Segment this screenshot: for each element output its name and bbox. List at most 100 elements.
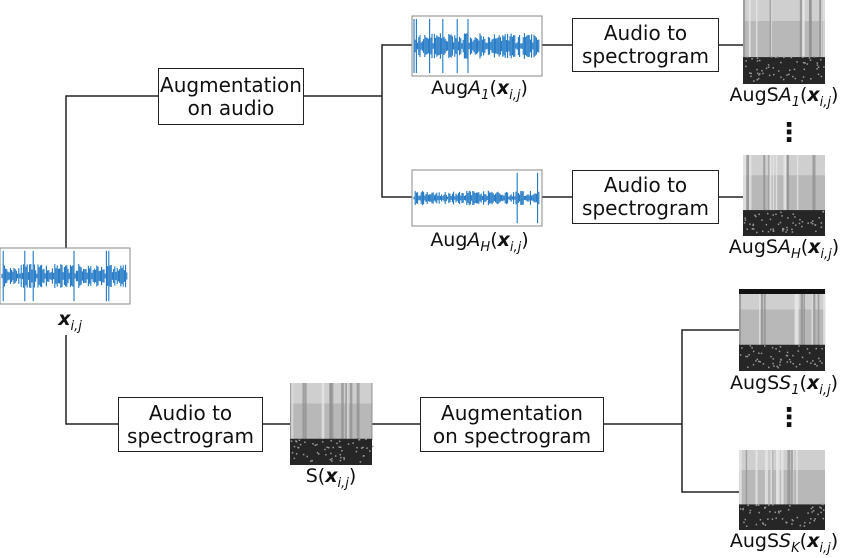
spectrogram-speck bbox=[801, 221, 804, 223]
caption-var: x bbox=[496, 77, 510, 99]
spectrogram-speck bbox=[316, 451, 319, 454]
spectrogram-streak bbox=[321, 383, 325, 441]
spectrogram-speck bbox=[753, 80, 755, 82]
caption-input: xi,j bbox=[50, 308, 90, 334]
spectrogram-speck bbox=[822, 503, 824, 506]
spectrogram-speck bbox=[803, 525, 806, 527]
spectrogram-speck bbox=[794, 77, 797, 80]
spectrogram-speck bbox=[765, 223, 768, 226]
spectrogram-speck bbox=[814, 224, 817, 226]
spectrogram-speck bbox=[788, 358, 791, 361]
box-line: spectrogram bbox=[582, 196, 709, 220]
spectrogram-speck bbox=[762, 522, 764, 524]
spectrogram-low-band bbox=[743, 210, 825, 236]
spectrogram-speck bbox=[789, 69, 791, 72]
spectrogram-speck bbox=[794, 216, 796, 218]
spectrogram-speck bbox=[758, 352, 760, 354]
spectrogram-streak bbox=[819, 0, 822, 59]
spectrogram-speck bbox=[811, 506, 814, 508]
caption-op: S bbox=[779, 372, 792, 394]
spectrogram-speck bbox=[746, 56, 748, 58]
caption-sub: i,j bbox=[509, 87, 521, 103]
spectrogram-speck bbox=[777, 55, 779, 58]
spectrogram-streak bbox=[304, 383, 307, 441]
spectrogram-streak bbox=[796, 155, 799, 212]
spectrogram-speck bbox=[801, 225, 803, 228]
spectrogram-speck bbox=[766, 212, 769, 215]
spectrogram-streak bbox=[770, 450, 773, 506]
spectrogram-speck bbox=[799, 363, 801, 366]
spectrogram-speck bbox=[749, 223, 751, 225]
spectrogram-speck bbox=[362, 446, 364, 449]
spectrogram-speck bbox=[295, 453, 298, 455]
spectrogram-speck bbox=[749, 509, 752, 512]
spectrogram-speck bbox=[363, 455, 365, 457]
spectrogram-speck bbox=[759, 73, 761, 75]
spectrogram-low-band bbox=[739, 344, 825, 371]
spectrogram-speck bbox=[791, 231, 794, 233]
spectrogram-streak bbox=[817, 289, 820, 347]
spectrogram-speck bbox=[754, 214, 756, 217]
spectrogram-speck bbox=[792, 354, 794, 357]
spectrogram-speck bbox=[773, 365, 775, 367]
spectrogram-speck bbox=[820, 226, 823, 228]
spectrogram-speck bbox=[791, 519, 793, 521]
spectrogram-speck bbox=[752, 224, 754, 227]
spectrogram-speck bbox=[749, 512, 751, 514]
spectrogram-streak bbox=[820, 0, 823, 59]
spectrogram-streak bbox=[763, 289, 766, 347]
spectrogram-speck bbox=[779, 345, 782, 348]
spectrogram-speck bbox=[808, 352, 811, 354]
spectrogram-speck bbox=[750, 72, 752, 75]
spectrogram-speck bbox=[792, 362, 794, 365]
spectrogram-speck bbox=[773, 73, 775, 76]
caption-opsub: H bbox=[790, 246, 801, 262]
spectrogram-speck bbox=[806, 63, 809, 65]
spectrogram-speck bbox=[745, 60, 747, 62]
spectrogram-speck bbox=[817, 66, 820, 68]
spectrogram-streak bbox=[329, 383, 332, 441]
spectrogram-streak bbox=[763, 155, 766, 212]
caption-opsub: 1 bbox=[791, 382, 800, 398]
box-line: Audio to bbox=[603, 21, 688, 45]
spectrogram-speck bbox=[781, 215, 783, 217]
spectrogram-speck bbox=[780, 211, 782, 214]
spectrogram-speck bbox=[817, 73, 820, 76]
spectrogram-speck bbox=[815, 230, 817, 233]
caption-sub: i,j bbox=[337, 475, 349, 491]
spectrogram-speck bbox=[764, 524, 767, 526]
spectrogram-speck bbox=[808, 57, 811, 59]
spectrogram-speck bbox=[759, 518, 762, 521]
spectrogram-speck bbox=[772, 214, 774, 216]
spectrogram-speck bbox=[785, 354, 788, 357]
spectrogram-speck bbox=[777, 510, 780, 513]
spectrogram-speck bbox=[787, 509, 790, 511]
spectrogram-speck bbox=[772, 67, 775, 69]
spectrogram-speck bbox=[770, 355, 772, 358]
spectrogram-speck bbox=[792, 222, 794, 224]
spectrogram-speck bbox=[743, 521, 745, 524]
spectrogram-speck bbox=[749, 344, 752, 347]
spectrogram-speck bbox=[810, 78, 812, 80]
spectrogram-speck bbox=[745, 355, 747, 358]
spectrogram-speck bbox=[772, 358, 775, 360]
spectrogram-speck bbox=[762, 363, 765, 365]
spectrogram-speck bbox=[299, 443, 302, 446]
spectrogram-speck bbox=[819, 506, 821, 508]
caption-var: x bbox=[808, 236, 821, 258]
caption-sub: i,j bbox=[70, 318, 82, 334]
spectrogram-streak bbox=[785, 155, 787, 212]
spectrogram-speck bbox=[762, 523, 765, 525]
spectrogram-speck bbox=[757, 77, 760, 80]
spectrogram-speck bbox=[822, 509, 825, 511]
spectrogram-speck bbox=[331, 460, 333, 462]
spectrogram-speck bbox=[311, 459, 313, 462]
spectrogram-speck bbox=[788, 73, 790, 76]
spectrogram-speck bbox=[330, 440, 332, 442]
spectrogram-streak bbox=[796, 450, 798, 506]
spectrogram-speck bbox=[751, 58, 753, 60]
spectrogram-streak bbox=[813, 289, 816, 347]
spectrogram-speck bbox=[821, 503, 823, 505]
spectrogram-speck bbox=[334, 437, 336, 439]
spectrogram-low-band bbox=[739, 504, 825, 530]
